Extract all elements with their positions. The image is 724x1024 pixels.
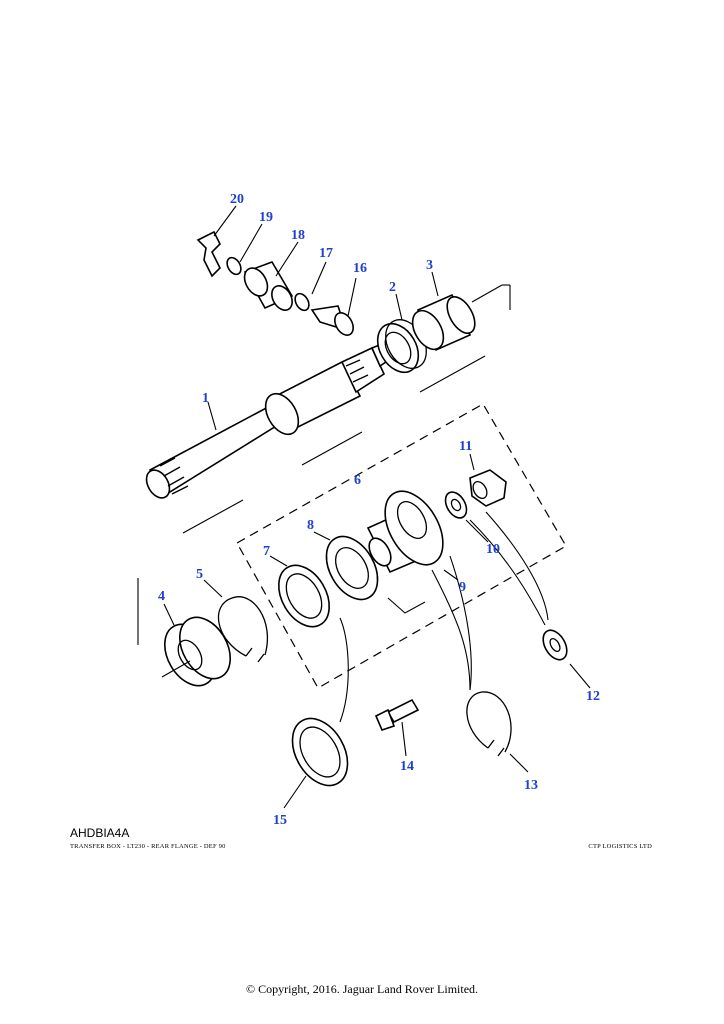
callout-19[interactable]: 19 [259,210,273,225]
vendor-credit: CTP LOGISTICS LTD [588,843,652,850]
part-5-circlip [217,596,268,663]
callout-16[interactable]: 16 [353,261,367,276]
callout-13[interactable]: 13 [524,778,538,793]
callout-7[interactable]: 7 [263,544,270,559]
part-1-shaft [145,338,399,499]
callout-6[interactable]: 6 [354,473,361,488]
callout-8[interactable]: 8 [307,518,314,533]
copyright-notice: © Copyright, 2016. Jaguar Land Rover Lim… [245,982,479,996]
part-19-bush [226,256,242,276]
callout-1[interactable]: 1 [202,391,209,406]
callout-3[interactable]: 3 [426,258,433,273]
part-8-spacer [325,535,379,601]
callout-14[interactable]: 14 [400,759,414,774]
part-4-bearing [161,616,232,687]
diagram-subtitle: TRANSFER BOX - LT230 - REAR FLANGE - DEF… [70,843,226,850]
part-9-flange [366,490,444,574]
part-12-washer [542,629,568,661]
callout-10[interactable]: 10 [486,542,500,557]
part-20-clip [196,230,221,278]
part-14-bolt [374,698,420,731]
part-18-housing [243,261,294,311]
curved-leaders [339,511,549,723]
part-11-nut [469,469,507,507]
callout-17[interactable]: 17 [319,246,333,261]
callout-15[interactable]: 15 [273,813,287,828]
diagram-code: AHDBIA4A [70,826,130,840]
part-15-sleeve [291,717,349,787]
part-17-washer [294,292,310,312]
axis-lines [137,284,511,645]
callout-18[interactable]: 18 [291,228,305,243]
callout-4[interactable]: 4 [158,589,165,604]
part-10-washer [444,491,468,519]
callout-11[interactable]: 11 [459,439,472,454]
callout-20[interactable]: 20 [230,192,244,207]
part-3-sleeve [411,293,476,352]
part-13-circlip [466,691,512,757]
kit-boundary-dashed [236,403,567,689]
callout-2[interactable]: 2 [389,280,396,295]
callout-leaders [163,205,591,809]
callout-12[interactable]: 12 [586,689,600,704]
part-7-seal [277,564,331,628]
callout-5[interactable]: 5 [196,567,203,582]
callout-9[interactable]: 9 [459,580,466,595]
part-16-pinion [310,305,354,336]
